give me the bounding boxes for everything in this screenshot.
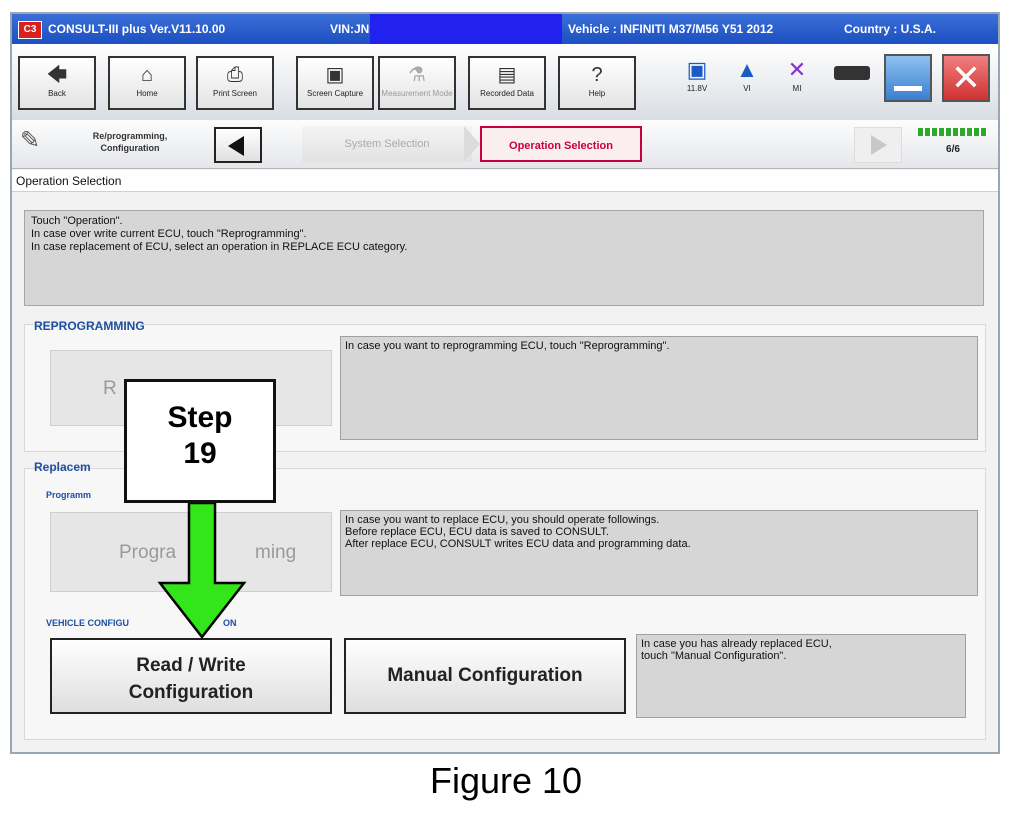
- mi-status: ✕ MI: [776, 56, 818, 108]
- instruction-box: Touch "Operation". In case over write cu…: [24, 210, 984, 306]
- down-arrow-icon: [157, 503, 247, 640]
- printer-icon: ⎙: [227, 64, 243, 86]
- instruction-line: Touch "Operation".: [31, 215, 123, 227]
- consult-window: C3 CONSULT-III plus Ver.V11.10.00 VIN:JN…: [10, 12, 1000, 754]
- progress-count: 6/6: [946, 144, 960, 155]
- step-label: Step: [167, 401, 233, 434]
- instruction-line: In case replacement of ECU, select an op…: [31, 241, 408, 253]
- battery-status: ▣ 11.8V: [676, 56, 718, 108]
- manual-configuration-button[interactable]: Manual Configuration: [344, 638, 626, 714]
- toolbar: 🡄 Back ⌂ Home ⎙ Print Screen ▣ Screen Ca…: [12, 44, 998, 120]
- section-label: Re/programming, Configuration: [92, 131, 168, 153]
- camera-icon: ▣: [325, 64, 345, 86]
- crumb-system-selection[interactable]: System Selection: [302, 126, 472, 162]
- title-bar: C3 CONSULT-III plus Ver.V11.10.00 VIN:JN…: [12, 14, 998, 44]
- navigation-bar: ✎ Re/programming, Configuration System S…: [12, 120, 998, 169]
- minimize-button[interactable]: [884, 54, 932, 102]
- reprogramming-title: REPROGRAMMING: [34, 319, 145, 333]
- home-icon: ⌂: [140, 64, 154, 86]
- disconnected-x-icon: ✕: [787, 57, 807, 82]
- right-triangle-icon: [871, 135, 887, 155]
- vehicle-label: Vehicle : INFINITI M37/M56 Y51 2012: [568, 22, 774, 36]
- vin-redaction: [370, 14, 562, 44]
- country-label: Country : U.S.A.: [844, 22, 936, 36]
- programming-subtitle: Programm: [46, 490, 92, 500]
- progress-bar: [918, 128, 988, 136]
- car-icon: ▣: [686, 57, 708, 82]
- nav-forward-button[interactable]: [854, 127, 902, 163]
- read-write-configuration-button[interactable]: Read / Write Configuration: [50, 638, 332, 714]
- reprogramming-icon: ✎: [20, 127, 41, 154]
- measurement-icon: ⚗: [408, 64, 426, 86]
- nav-back-button[interactable]: [214, 127, 262, 163]
- step-number: 19: [183, 437, 217, 470]
- back-arrow-icon: 🡄: [46, 64, 68, 86]
- replacement-title: Replacem: [34, 460, 91, 474]
- consult-logo-icon: C3: [18, 21, 42, 39]
- page-title: Operation Selection: [12, 170, 998, 192]
- battery-icon: [834, 66, 870, 80]
- close-icon: ✕: [950, 57, 982, 98]
- measurement-mode-button[interactable]: ⚗ Measurement Mode: [378, 56, 456, 110]
- back-button[interactable]: 🡄 Back: [18, 56, 96, 110]
- home-button[interactable]: ⌂ Home: [108, 56, 186, 110]
- figure-caption: Figure 10: [429, 760, 583, 801]
- vi-status: ▲ VI: [726, 56, 768, 108]
- vin-label: VIN:JN: [330, 22, 370, 36]
- left-triangle-icon: [228, 136, 244, 156]
- print-screen-button[interactable]: ⎙ Print Screen: [196, 56, 274, 110]
- step-callout: Step 19: [124, 379, 276, 503]
- reprogramming-description: In case you want to reprogramming ECU, t…: [340, 336, 978, 440]
- crumb-operation-selection[interactable]: Operation Selection: [480, 126, 642, 162]
- screen-capture-button[interactable]: ▣ Screen Capture: [296, 56, 374, 110]
- close-button[interactable]: ✕: [942, 54, 990, 102]
- crumb-separator: [464, 126, 480, 162]
- manual-configuration-description: In case you has already replaced ECU, to…: [636, 634, 966, 718]
- vehicle-config-subtitle: VEHICLE CONFIGU ON: [46, 618, 237, 628]
- recorded-data-button[interactable]: ▤ Recorded Data: [468, 56, 546, 110]
- help-button[interactable]: ? Help: [558, 56, 636, 110]
- help-icon: ?: [591, 64, 603, 86]
- instruction-line: In case over write current ECU, touch "R…: [31, 228, 307, 240]
- app-title: CONSULT-III plus Ver.V11.10.00: [48, 22, 226, 36]
- recorded-data-icon: ▤: [497, 64, 517, 86]
- signal-icon: ▲: [736, 57, 758, 82]
- programming-description: In case you want to replace ECU, you sho…: [340, 510, 978, 596]
- minimize-icon: [894, 86, 922, 91]
